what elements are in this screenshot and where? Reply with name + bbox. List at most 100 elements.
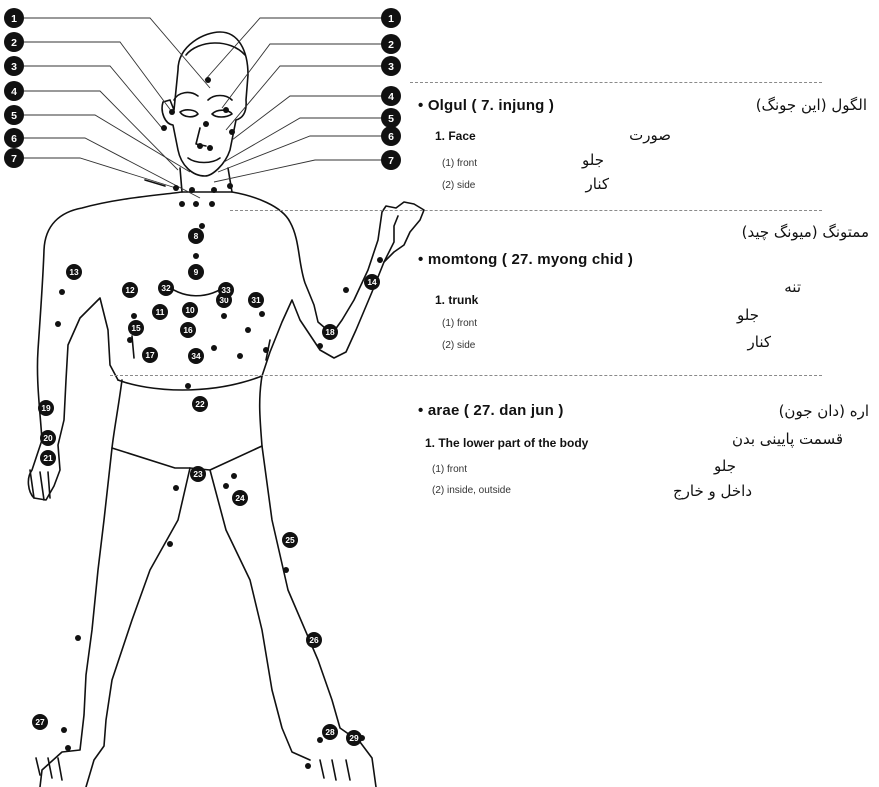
face-persian-part: صورت (629, 126, 671, 144)
face-persian-side: کنار (586, 175, 609, 193)
vital-point-dot (55, 321, 61, 327)
body-marker-16: 16 (180, 322, 196, 338)
body-marker-28: 28 (322, 724, 338, 740)
vital-point-dot (189, 187, 195, 193)
body-marker-10: 10 (182, 302, 198, 318)
body-marker-20: 20 (40, 430, 56, 446)
body-marker-27-label: 27 (35, 717, 45, 727)
body-marker-34: 34 (188, 348, 204, 364)
right-marker-3-label: 3 (388, 61, 394, 73)
body-marker-11-label: 11 (156, 307, 165, 317)
vital-point-dot (205, 77, 211, 83)
vital-point-dot (211, 187, 217, 193)
body-marker-28-label: 28 (325, 727, 335, 737)
body-marker-23-label: 23 (193, 469, 203, 479)
trunk-persian-part: تنه (784, 278, 801, 296)
vital-point-dot (199, 223, 205, 229)
body-marker-27: 27 (32, 714, 48, 730)
lower-persian-part: قسمت پایینی بدن (732, 430, 843, 448)
vital-point-dot (207, 145, 213, 151)
vital-point-dot (193, 253, 199, 259)
pointer-lines (24, 18, 387, 198)
vital-point-dot (263, 347, 269, 353)
right-marker-2: 2 (381, 34, 401, 54)
body-marker-25: 25 (282, 532, 298, 548)
body-marker-17-label: 17 (145, 350, 155, 360)
face-part-label: 1. Face (435, 129, 476, 143)
trunk-persian-heading: ممتونگ (میونگ چید) (742, 223, 869, 241)
vital-point-dot (167, 541, 173, 547)
right-marker-3: 3 (381, 56, 401, 76)
vital-point-dot (65, 745, 71, 751)
trunk-item-front: (1) front (442, 318, 477, 329)
vital-point-dot (221, 313, 227, 319)
body-marker-16-label: 16 (183, 325, 193, 335)
body-marker-22-label: 22 (195, 399, 205, 409)
right-marker-4-label: 4 (388, 91, 394, 103)
body-marker-14: 14 (364, 274, 380, 290)
body-marker-33: 33 (218, 282, 234, 298)
vital-point-dot (61, 727, 67, 733)
body-marker-26: 26 (306, 632, 322, 648)
right-marker-7-label: 7 (388, 155, 394, 167)
lower-item-inside-outside: (2) inside, outside (432, 485, 511, 496)
left-marker-3-label: 3 (11, 61, 17, 73)
body-marker-22: 22 (192, 396, 208, 412)
body-marker-34-label: 34 (191, 351, 201, 361)
vital-point-dot (223, 483, 229, 489)
body-marker-31-label: 31 (251, 295, 261, 305)
left-marker-6-label: 6 (11, 133, 17, 145)
trunk-item-side: (2) side (442, 340, 475, 351)
body-marker-18-label: 18 (325, 327, 335, 337)
body-marker-21-label: 21 (43, 453, 53, 463)
right-marker-2-label: 2 (388, 39, 394, 51)
left-marker-2-label: 2 (11, 37, 17, 49)
left-marker-4: 4 (4, 81, 24, 101)
vital-point-dot (377, 257, 383, 263)
right-marker-1: 1 (381, 8, 401, 28)
body-marker-33-label: 33 (221, 285, 231, 295)
body-marker-15: 15 (128, 320, 144, 336)
human-body-outline (28, 32, 424, 787)
body-marker-17: 17 (142, 347, 158, 363)
trunk-persian-front: جلو (737, 306, 759, 324)
vital-point-dot (223, 107, 229, 113)
left-marker-2: 2 (4, 32, 24, 52)
face-heading: • Olgul ( 7. injung ) (418, 97, 554, 114)
left-marker-6: 6 (4, 128, 24, 148)
left-marker-4-label: 4 (11, 86, 17, 98)
right-marker-6-label: 6 (388, 131, 394, 143)
left-marker-3: 3 (4, 56, 24, 76)
left-marker-5-label: 5 (11, 110, 17, 122)
body-marker-13-label: 13 (69, 267, 79, 277)
body-marker-12: 12 (122, 282, 138, 298)
vital-point-dot (229, 129, 235, 135)
face-item-side: (2) side (442, 180, 475, 191)
vital-point-dot (227, 183, 233, 189)
vital-point-dot (317, 343, 323, 349)
body-marker-11: 11 (152, 304, 168, 320)
right-marker-5: 5 (381, 108, 401, 128)
body-marker-19: 19 (38, 400, 54, 416)
left-marker-5: 5 (4, 105, 24, 125)
vital-point-dot (59, 289, 65, 295)
lower-persian-inside-outside: داخل و خارج (673, 482, 752, 500)
body-marker-9-label: 9 (194, 267, 199, 277)
vital-point-dot (343, 287, 349, 293)
body-marker-20-label: 20 (43, 433, 53, 443)
body-marker-21: 21 (40, 450, 56, 466)
body-marker-32-label: 32 (161, 283, 171, 293)
vital-point-dot (173, 185, 179, 191)
body-marker-10-label: 10 (185, 305, 195, 315)
trunk-part-label: 1. trunk (435, 293, 478, 307)
right-marker-1-label: 1 (388, 13, 394, 25)
section-divider-2 (230, 210, 822, 211)
left-marker-7-label: 7 (11, 153, 17, 165)
body-marker-23: 23 (190, 466, 206, 482)
vital-point-dot (131, 313, 137, 319)
vital-point-dot (259, 311, 265, 317)
body-marker-9: 9 (188, 264, 204, 280)
body-marker-25-label: 25 (285, 535, 295, 545)
right-marker-column: 1 2 3 4 5 6 7 (381, 8, 401, 170)
